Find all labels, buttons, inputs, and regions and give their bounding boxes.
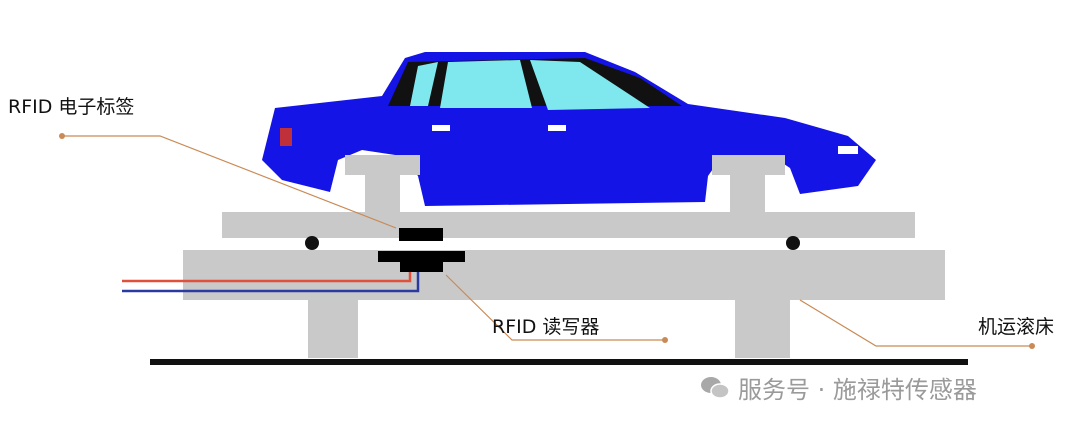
leader-dot-bed [1029, 343, 1035, 349]
support-stem-left [365, 175, 400, 215]
leader-dot-tag [59, 133, 65, 139]
watermark: 服务号 · 施禄特传感器 [700, 370, 977, 405]
leader-rfid-tag [62, 135, 397, 229]
door-handle-front [548, 125, 566, 131]
label-rfid-reader: RFID 读写器 [492, 316, 600, 338]
side-window-rear [440, 60, 532, 108]
side-window-front [530, 60, 650, 110]
floor-line [150, 359, 968, 365]
support-cap-left [345, 155, 420, 175]
leader-roller-bed [799, 299, 1032, 347]
roller-left [305, 236, 319, 250]
rfid-reader [378, 251, 465, 262]
tail-light [280, 128, 292, 146]
lower-beam [183, 250, 945, 300]
wechat-icon [701, 376, 730, 399]
door-handle-rear [432, 125, 450, 131]
rfid-reader-base [400, 262, 443, 272]
wire-blue [122, 272, 420, 293]
wire-red [122, 272, 412, 283]
label-roller-bed: 机运滚床 [978, 316, 1055, 338]
roller-right [786, 236, 800, 250]
roller-bed [183, 155, 945, 358]
headlight [838, 146, 858, 154]
label-rfid-tag: RFID 电子标签 [8, 96, 135, 118]
car [262, 52, 876, 206]
support-stem-right [730, 175, 765, 215]
leader-dot-reader [662, 337, 668, 343]
rear-window [410, 62, 438, 106]
watermark-text: 服务号 · 施禄特传感器 [738, 376, 977, 404]
leg-right [735, 300, 790, 358]
leader-rfid-reader [445, 274, 665, 341]
support-cap-right [712, 155, 785, 175]
leader-lines [62, 135, 1032, 347]
rfid-tag [399, 228, 443, 241]
leg-left [308, 300, 358, 358]
upper-platform [222, 212, 915, 238]
